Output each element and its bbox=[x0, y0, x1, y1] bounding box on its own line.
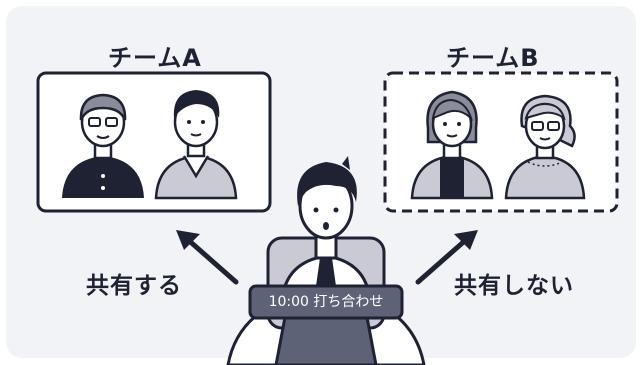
team-b-person-woman bbox=[410, 90, 494, 200]
team-a-title: チームA bbox=[108, 44, 202, 72]
arrow-up-left-icon bbox=[176, 230, 239, 285]
team-b-title: チームB bbox=[446, 44, 540, 72]
meeting-badge bbox=[248, 284, 404, 320]
team-a-person-young-man bbox=[154, 90, 238, 200]
no-share-label: 共有しない bbox=[454, 273, 574, 299]
team-b-person-elder-woman bbox=[504, 94, 586, 200]
team-a-person-elder-man bbox=[62, 93, 144, 198]
central-presenter bbox=[226, 156, 426, 365]
arrow-up-right-icon bbox=[415, 230, 478, 285]
share-label: 共有する bbox=[86, 273, 182, 299]
meeting-badge-text: 10:00 打ち合わせ bbox=[268, 294, 384, 310]
